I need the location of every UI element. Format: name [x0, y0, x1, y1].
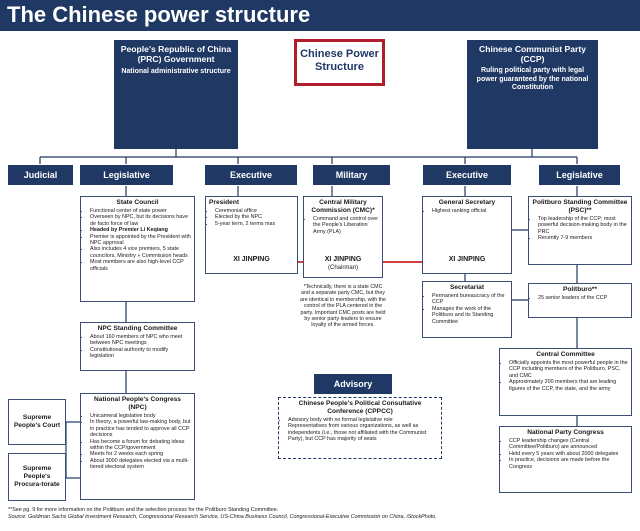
center-title: Chinese Power Structure: [300, 48, 379, 73]
prc-subtitle: National administrative structure: [121, 68, 231, 75]
list-item: CCP leadership changes (Central Committe…: [509, 438, 628, 451]
president-name: XI JINPING: [233, 256, 270, 263]
list-item: Command and control over the People's Li…: [313, 216, 379, 235]
procuratorate-box: Supreme People's Procura-torate: [8, 453, 66, 501]
politburo-box: Politburo** 25 senior leaders of the CCP: [528, 283, 632, 318]
president-title: President: [209, 199, 240, 206]
header-judicial: Judicial: [8, 165, 73, 185]
psc-box: Politburo Standing Committee (PSC)** Top…: [528, 196, 632, 265]
state-council-box: State Council Functional center of state…: [80, 196, 195, 302]
npc-box: National People's Congress (NPC) Unicame…: [80, 393, 195, 500]
list-item: Advisory body with no formal legislative…: [288, 417, 438, 423]
general-secretary-box: General Secretary Highest ranking offici…: [422, 196, 512, 274]
header-military: Military: [313, 165, 390, 185]
header-legislative-ccp: Legislative: [539, 165, 620, 185]
cmc-title: Central Military Commission (CMC)*: [311, 199, 375, 214]
list-item: Permanent bureaucracy of the CCP: [432, 293, 508, 306]
list-item: Representatives from various organizatio…: [288, 423, 438, 442]
cmc-role: (Chairman): [327, 265, 358, 271]
footnote: **See pg. 9 for more information on the …: [8, 507, 279, 513]
npc-standing-committee-box: NPC Standing Committee About 160 members…: [80, 322, 195, 371]
supreme-court-title: Supreme People's Court: [13, 414, 61, 429]
cppcc-box: Chinese People's Political Consultative …: [278, 397, 442, 459]
politburo-title: Politburo**: [562, 286, 598, 293]
secretariat-title: Secretariat: [449, 284, 485, 291]
list-item: Manages the work of the Politburo and it…: [432, 306, 508, 325]
page-title: The Chinese power structure: [7, 2, 311, 27]
central-committee-box: Central Committee Officially appoints th…: [499, 348, 632, 416]
prc-title: People's Republic of China (PRC) Governm…: [120, 44, 232, 64]
list-item: Highest ranking official: [432, 208, 508, 214]
ccp-title: Chinese Communist Party (CCP): [479, 44, 586, 64]
ccp-subtitle: Ruling political party with legal power …: [476, 67, 589, 91]
list-item: About 160 members of NPC who meet betwee…: [90, 334, 191, 347]
procuratorate-title: Supreme People's Procura-torate: [14, 465, 60, 488]
list-item: Headed by Premier Li Keqiang: [90, 227, 191, 233]
header-advisory: Advisory: [314, 374, 392, 394]
president-box: President Ceremonial office Elected by t…: [205, 196, 298, 274]
list-item: In theory, a powerful law-making body, b…: [90, 419, 191, 438]
list-item: Top leadership of the CCP; most powerful…: [538, 216, 628, 235]
general-secretary-title: General Secretary: [438, 199, 496, 206]
list-item: Also includes 4 vice premiers, 5 state c…: [90, 246, 191, 259]
list-item: Premier is appointed by the President wi…: [90, 234, 191, 247]
list-item: 5-year term, 2 terms max: [215, 221, 294, 227]
list-item: Functional center of state power: [90, 208, 191, 214]
list-item: Officially appoints the most powerful pe…: [509, 360, 628, 379]
list-item: Unicameral legislative body: [90, 413, 191, 419]
list-item: Elected by the NPC: [215, 214, 294, 220]
source-note: Source: Goldman Sachs Global Investment …: [8, 514, 437, 520]
list-item: About 3000 delegates elected via a multi…: [90, 458, 191, 471]
cmc-note: *Technically, there is a state CMC and a…: [300, 284, 386, 329]
header-executive-prc: Executive: [205, 165, 297, 185]
party-congress-title: National Party Congress: [527, 429, 604, 436]
list-item: Has become a forum for debating ideas wi…: [90, 439, 191, 452]
state-council-title: State Council: [116, 199, 159, 206]
cppcc-title: Chinese People's Political Consultative …: [298, 400, 422, 415]
list-item: Overseen by NPC, but its decisions have …: [90, 214, 191, 227]
list-item: Recently 7-9 members: [538, 235, 628, 241]
list-item: Ceremonial office: [215, 208, 294, 214]
central-committee-title: Central Committee: [536, 351, 595, 358]
title-bar: [0, 0, 640, 31]
cmc-name: XI JINPING: [324, 256, 362, 263]
list-item: Most members are also high-level CCP off…: [90, 259, 191, 272]
list-item: Held every 5 years with about 2000 deleg…: [509, 451, 628, 457]
list-item: In practice, decisions are made before t…: [509, 457, 628, 470]
list-item: Meets for 2 weeks each spring: [90, 451, 191, 457]
header-executive-ccp: Executive: [423, 165, 511, 185]
cmc-box: Central Military Commission (CMC)* Comma…: [303, 196, 383, 278]
npc-title: National People's Congress (NPC): [94, 396, 181, 411]
list-item: Constitutional authority to modify legis…: [90, 347, 191, 360]
supreme-court-box: Supreme People's Court: [8, 399, 66, 445]
npcsc-title: NPC Standing Committee: [97, 325, 178, 332]
general-secretary-name: XI JINPING: [448, 256, 486, 263]
center-box: Chinese Power Structure: [294, 39, 385, 86]
secretariat-box: Secretariat Permanent bureaucracy of the…: [422, 281, 512, 338]
ccp-box: Chinese Communist Party (CCP) Ruling pol…: [467, 40, 598, 149]
party-congress-box: National Party Congress CCP leadership c…: [499, 426, 632, 493]
psc-title: Politburo Standing Committee (PSC)**: [532, 199, 628, 214]
header-legislative-prc: Legislative: [80, 165, 173, 185]
list-item: 25 senior leaders of the CCP: [538, 295, 628, 301]
list-item: Approximately 200 members that are leadi…: [509, 379, 628, 392]
prc-government-box: People's Republic of China (PRC) Governm…: [114, 40, 238, 149]
